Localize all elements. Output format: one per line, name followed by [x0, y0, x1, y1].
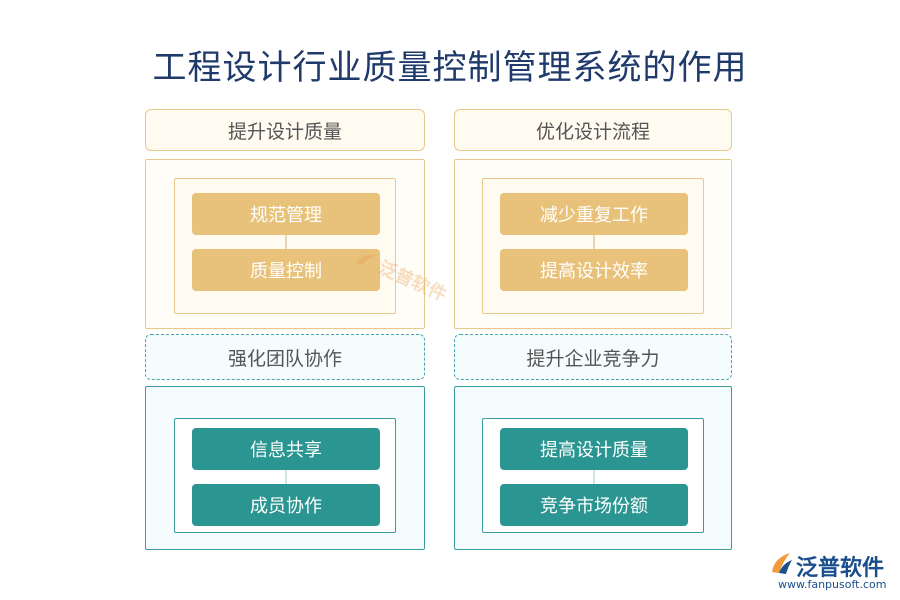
- section-header-quality: 提升设计质量: [145, 109, 425, 151]
- section-inner-teamwork: 信息共享 成员协作: [174, 418, 396, 533]
- section-header-teamwork: 强化团队协作: [145, 334, 425, 380]
- item-connector: [285, 470, 287, 484]
- brand-url: www.fanpusoft.com: [778, 578, 887, 591]
- brand-logo: 泛普软件 www.fanpusoft.com: [770, 548, 895, 594]
- item-connector: [593, 235, 595, 249]
- section-inner-process: 减少重复工作 提高设计效率: [482, 178, 704, 314]
- section-inner-quality: 规范管理 质量控制: [174, 178, 396, 314]
- item-info-sharing: 信息共享: [192, 428, 380, 470]
- item-connector: [593, 470, 595, 484]
- section-header-competitiveness: 提升企业竞争力: [454, 334, 732, 380]
- item-quality-control: 质量控制: [192, 249, 380, 291]
- section-inner-competitiveness: 提高设计质量 竞争市场份额: [482, 418, 704, 533]
- watermark: 泛普软件: [351, 243, 451, 307]
- brand-name: 泛普软件: [796, 556, 885, 581]
- section-panel-competitiveness: 提高设计质量 竞争市场份额: [454, 386, 732, 550]
- item-standard-management: 规范管理: [192, 193, 380, 235]
- section-header-process: 优化设计流程: [454, 109, 732, 151]
- item-reduce-rework: 减少重复工作: [500, 193, 688, 235]
- brand-logo-icon: [772, 553, 792, 574]
- item-improve-efficiency: 提高设计效率: [500, 249, 688, 291]
- item-market-share: 竞争市场份额: [500, 484, 688, 526]
- watermark-logo-icon: [356, 254, 376, 266]
- section-panel-teamwork: 信息共享 成员协作: [145, 386, 425, 550]
- item-improve-design-quality: 提高设计质量: [500, 428, 688, 470]
- section-panel-quality: 规范管理 质量控制: [145, 159, 425, 329]
- item-member-collaboration: 成员协作: [192, 484, 380, 526]
- item-connector: [285, 235, 287, 249]
- diagram-title: 工程设计行业质量控制管理系统的作用: [152, 48, 748, 88]
- section-panel-process: 减少重复工作 提高设计效率: [454, 159, 732, 329]
